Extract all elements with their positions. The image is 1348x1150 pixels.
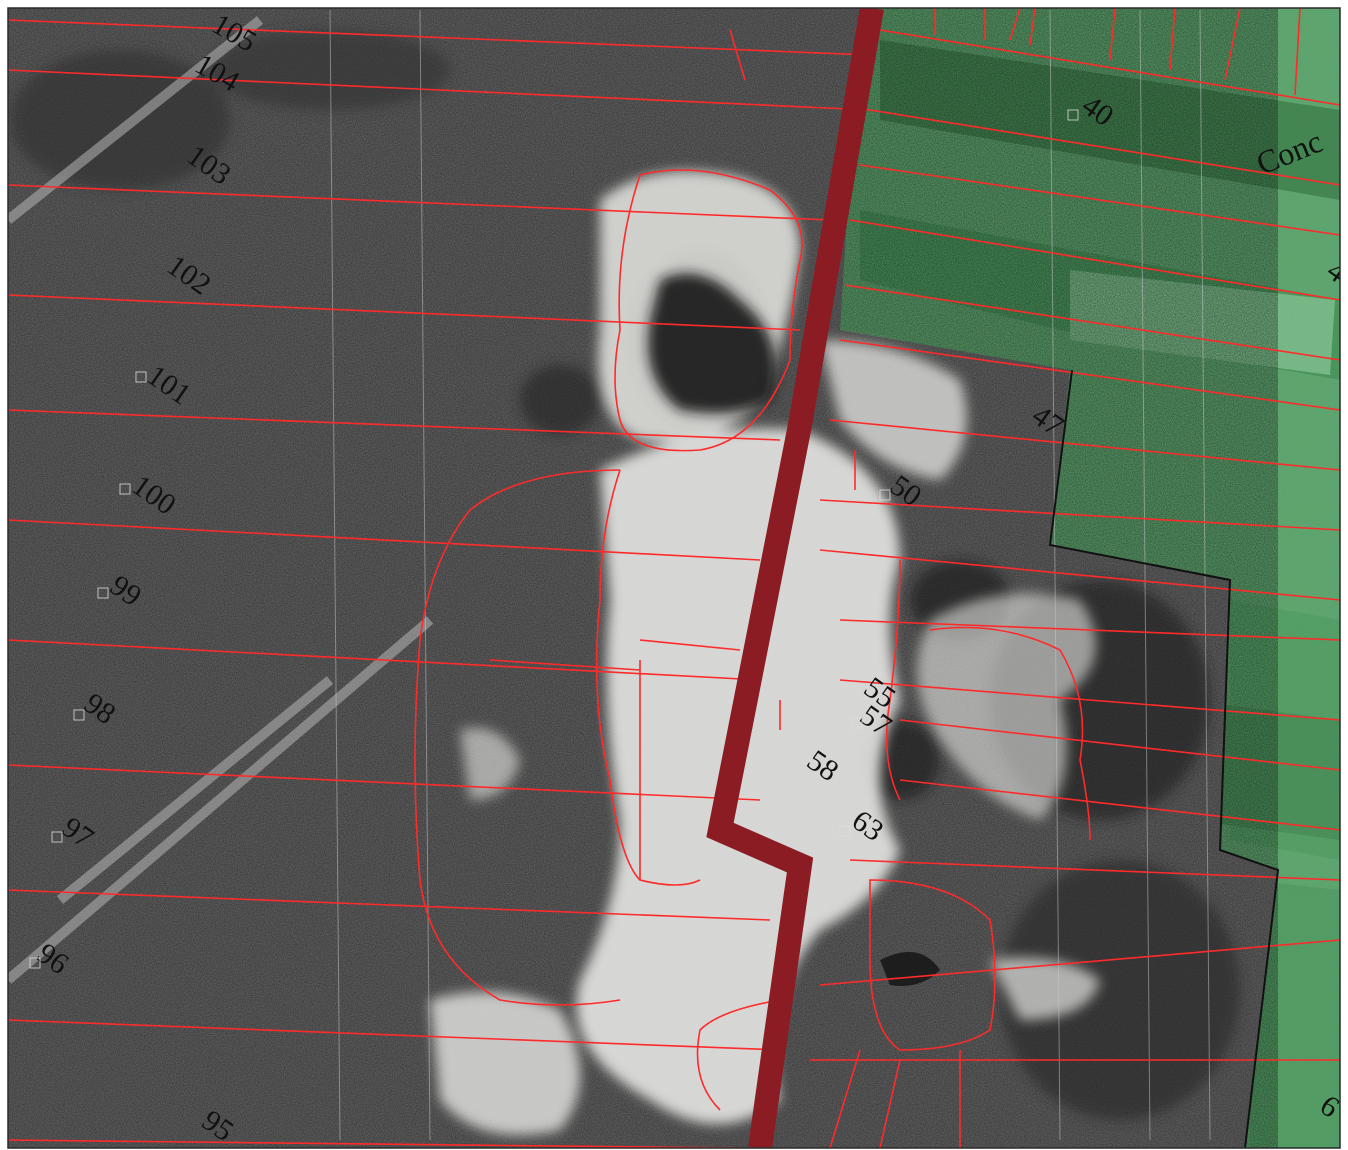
property-outline [1048, 369, 1280, 1148]
township-boundary-line [706, 8, 884, 1148]
lot-markers [29, 109, 1079, 969]
parcel-lines [8, 8, 1340, 1148]
ponds [648, 273, 940, 986]
map-border [7, 7, 1341, 1149]
